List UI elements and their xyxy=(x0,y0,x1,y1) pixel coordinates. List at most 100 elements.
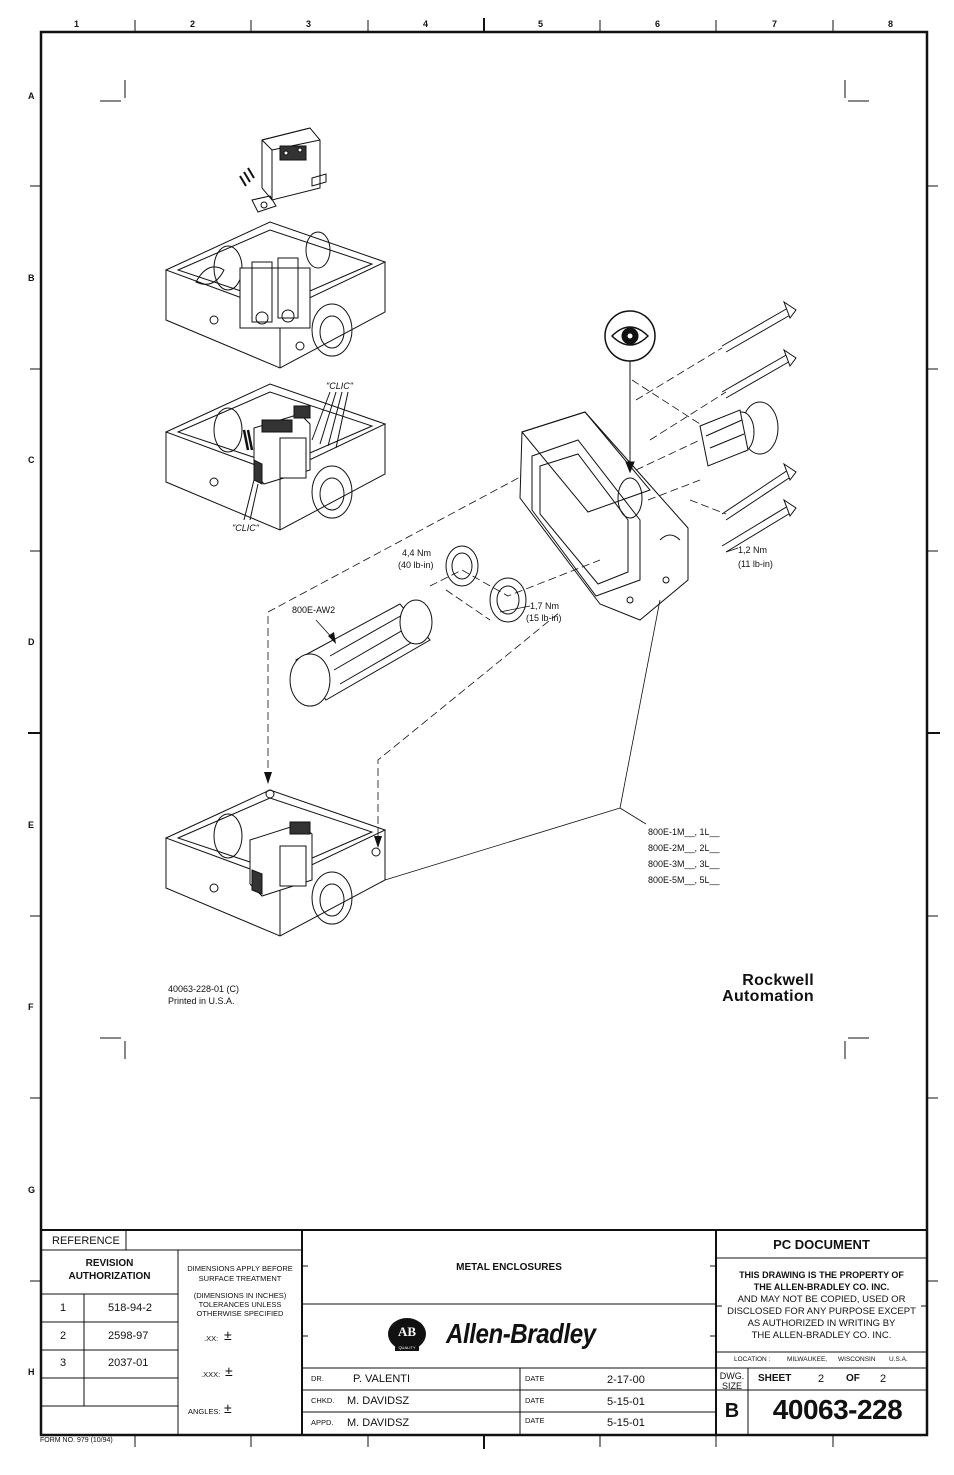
assembly-lines xyxy=(267,347,727,836)
pc-document-label: PC DOCUMENT xyxy=(773,1237,870,1252)
title-block-frame xyxy=(41,1229,927,1435)
doc-ref-printed: Printed in U.S.A. xyxy=(168,996,235,1006)
zone-col-8: 8 xyxy=(888,19,894,29)
location-state: WISCONSIN xyxy=(838,1356,876,1363)
reference-label: REFERENCE xyxy=(52,1235,120,1247)
enclosure-top xyxy=(164,221,387,369)
screws xyxy=(721,300,797,553)
zone-ticks xyxy=(28,18,940,1449)
property-notice-line: DISCLOSED FOR ANY PURPOSE EXCEPT xyxy=(727,1306,916,1317)
part-list-item: 800E-3M__, 3L__ xyxy=(648,859,720,869)
property-notice-line: AS AUTHORIZED IN WRITING BY xyxy=(747,1318,896,1329)
zone-row-c: C xyxy=(28,455,35,465)
zone-col-4: 4 xyxy=(423,19,429,29)
protective-sleeve xyxy=(289,599,433,707)
locking-nut xyxy=(445,545,527,623)
appd-label: APPD. xyxy=(311,1418,334,1427)
property-notice-line: THE ALLEN-BRADLEY CO. INC. xyxy=(753,1282,890,1292)
torque-ring-lbin: (15 lb-in) xyxy=(526,613,562,623)
date-label: DATE xyxy=(525,1416,545,1425)
revision-code: 2598-97 xyxy=(108,1330,149,1342)
tolerance-xxx-symbol: ± xyxy=(225,1363,233,1379)
zone-row-g: G xyxy=(28,1185,36,1195)
zone-col-1: 1 xyxy=(74,19,80,29)
clic-label-top: "CLIC" xyxy=(326,381,353,391)
location-label: LOCATION : xyxy=(734,1356,771,1363)
dwg-size-value: B xyxy=(724,1400,740,1422)
zone-row-a: A xyxy=(28,91,35,101)
crop-marks xyxy=(100,80,869,1059)
zone-col-5: 5 xyxy=(538,19,544,29)
location-city: MILWAUKEE, xyxy=(787,1356,828,1363)
zone-row-h: H xyxy=(28,1367,35,1377)
torque-nut-nm: 4,4 Nm xyxy=(402,548,432,558)
revision-authorization-line2: AUTHORIZATION xyxy=(68,1271,151,1282)
revision-authorization-line1: REVISION xyxy=(85,1258,134,1269)
zone-col-3: 3 xyxy=(306,19,312,29)
revision-num: 2 xyxy=(60,1330,67,1342)
revision-num: 3 xyxy=(60,1357,67,1369)
revision-num: 1 xyxy=(60,1302,67,1314)
zone-col-2: 2 xyxy=(190,19,196,29)
part-list-item: 800E-1M__, 1L__ xyxy=(648,827,720,837)
dim-note-line: (DIMENSIONS IN INCHES) xyxy=(193,1291,287,1300)
allen-bradley-wordmark: Allen-Bradley xyxy=(446,1318,596,1349)
drawing-number: 40063-228 xyxy=(772,1394,903,1425)
drawing-border xyxy=(39,30,929,1437)
dr-label: DR. xyxy=(311,1374,324,1383)
enclosure-bottom xyxy=(164,789,387,937)
part-label-800e-aw2: 800E-AW2 xyxy=(292,605,336,615)
enclosure-middle xyxy=(164,383,387,531)
date-chkd: 5-15-01 xyxy=(607,1396,645,1408)
zone-col-6: 6 xyxy=(655,19,661,29)
sheet-label: SHEET xyxy=(758,1373,792,1384)
date-label: DATE xyxy=(525,1396,545,1405)
ab-logo-badge xyxy=(388,1318,426,1351)
sheet-number: 2 xyxy=(818,1373,825,1385)
sheet-total: 2 xyxy=(880,1373,887,1385)
ab-badge-quality: QUALITY xyxy=(398,1345,416,1350)
zone-col-7: 7 xyxy=(772,19,778,29)
location-country: U.S.A. xyxy=(889,1356,908,1363)
torque-nut-lbin: (40 lb-in) xyxy=(398,560,434,570)
date-label: DATE xyxy=(525,1374,545,1383)
doc-ref-number: 40063-228-01 (C) xyxy=(168,984,240,994)
dwg-size-label-line2: SIZE xyxy=(721,1381,742,1391)
title-block-grid xyxy=(41,1230,927,1435)
form-number: FORM NO. 979 (10/94) xyxy=(40,1437,113,1444)
tolerance-angles-label: ANGLES: xyxy=(188,1407,221,1416)
property-notice-line: THIS DRAWING IS THE PROPERTY OF xyxy=(739,1270,904,1280)
chkd-label: CHKD. xyxy=(311,1396,335,1405)
dr-name: P. VALENTI xyxy=(353,1373,411,1385)
tolerance-xx-label: .XX: xyxy=(204,1334,219,1343)
torque-screw-nm: 1,2 Nm xyxy=(738,545,768,555)
appd-name: M. DAVIDSZ xyxy=(347,1417,410,1429)
rockwell-logo-line1: Rockwell xyxy=(742,972,814,989)
drawing-title: METAL ENCLOSURES xyxy=(456,1262,562,1273)
date-appd: 5-15-01 xyxy=(607,1417,645,1429)
pushbutton-operator xyxy=(699,401,779,467)
property-notice-line: THE ALLEN-BRADLEY CO. INC. xyxy=(751,1330,892,1341)
tolerance-xx-symbol: ± xyxy=(224,1327,232,1343)
tolerance-angles-symbol: ± xyxy=(224,1400,232,1416)
rockwell-logo-line2: Automation xyxy=(722,988,814,1005)
dim-note-line: SURFACE TREATMENT xyxy=(198,1274,282,1283)
part-list-item: 800E-5M__, 5L__ xyxy=(648,875,720,885)
dim-note-line: OTHERWISE SPECIFIED xyxy=(196,1309,284,1318)
revision-code: 2037-01 xyxy=(108,1357,149,1369)
tolerance-xxx-label: .XXX: xyxy=(201,1370,221,1379)
zone-row-d: D xyxy=(28,637,35,647)
zone-row-e: E xyxy=(28,820,35,830)
arrowheads xyxy=(264,632,382,848)
date-dr: 2-17-00 xyxy=(607,1374,645,1386)
contact-block-top xyxy=(239,127,327,213)
torque-screw-lbin: (11 lb-in) xyxy=(738,559,773,569)
ab-badge-text: AB xyxy=(397,1324,417,1339)
clic-label-bottom: "CLIC" xyxy=(232,523,259,533)
zone-row-b: B xyxy=(28,273,35,283)
of-label: OF xyxy=(846,1373,860,1384)
zone-row-f: F xyxy=(28,1002,34,1012)
dwg-size-label-line1: DWG. xyxy=(719,1371,745,1381)
dim-note-line: DIMENSIONS APPLY BEFORE xyxy=(187,1264,293,1273)
